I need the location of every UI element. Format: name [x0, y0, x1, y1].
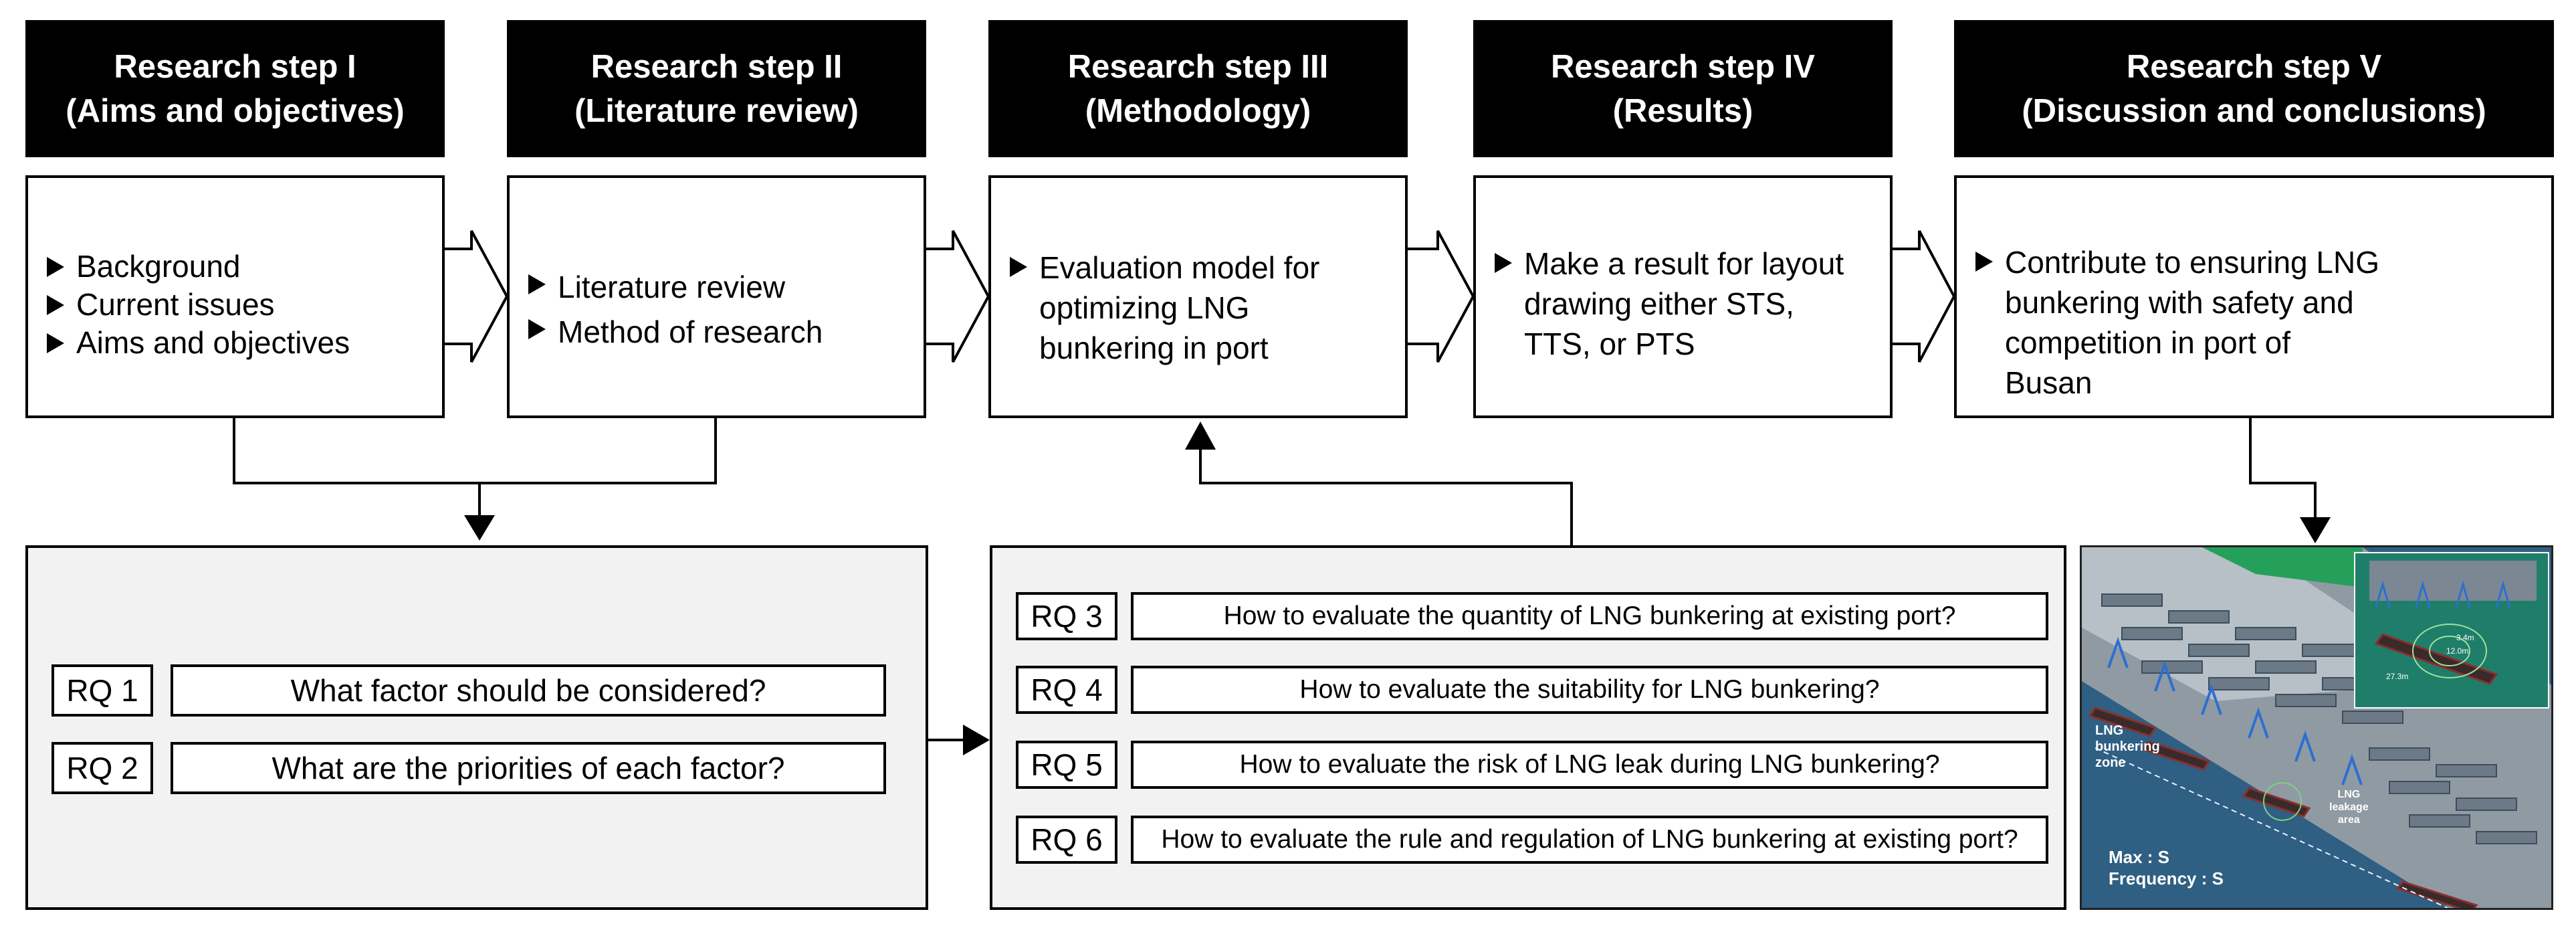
connector-line [2249, 418, 2317, 519]
rq-question: How to evaluate the quantity of LNG bunk… [1131, 592, 2048, 640]
step-2-subtitle: (Literature review) [574, 92, 859, 129]
step-3-title: Research step III [1067, 48, 1329, 85]
rq-panel-right: RQ 3 How to evaluate the quantity of LNG… [990, 545, 2066, 910]
step-1-box: Background Current issues Aims and objec… [25, 175, 445, 418]
step-2-title: Research step II [591, 48, 843, 85]
max-label: Max : S [2109, 847, 2170, 867]
step-2-bullet: Method of research [527, 310, 914, 355]
step-2-bullets: Literature review Method of research [527, 265, 914, 355]
step-1-bullet: Aims and objectives [45, 324, 433, 362]
arrowhead [963, 725, 990, 755]
rq-question: What are the priorities of each factor? [171, 742, 886, 794]
arrowhead [1185, 422, 1216, 450]
step-4-header: Research step IV (Results) [1473, 20, 1893, 157]
rq-id: RQ 4 [1016, 666, 1117, 714]
step-3-subtitle: (Methodology) [1085, 92, 1311, 129]
rq-id: RQ 3 [1016, 592, 1117, 640]
feedback-connector [1199, 448, 1573, 545]
step-1-subtitle: (Aims and objectives) [66, 92, 405, 129]
step-3-header: Research step III (Methodology) [988, 20, 1408, 157]
step-4-bullets: Make a result for layout drawing either … [1493, 244, 1881, 364]
frequency-label: Frequency : S [2109, 868, 2224, 889]
step-4-bullet: Make a result for layout drawing either … [1493, 244, 1881, 364]
lng-leakage-area-label: LNG leakage area [2329, 789, 2369, 826]
step-3-bullet: Evaluation model for optimizing LNG bunk… [1008, 248, 1396, 368]
step-5-bullet: Contribute to ensuring LNG bunkering wit… [1974, 242, 2542, 403]
rq-question: How to evaluate the rule and regulation … [1131, 816, 2048, 864]
rq-question: How to evaluate the suitability for LNG … [1131, 666, 2048, 714]
step-5-bullets: Contribute to ensuring LNG bunkering wit… [1974, 242, 2542, 403]
step-5-box: Contribute to ensuring LNG bunkering wit… [1954, 175, 2554, 418]
step-1-title: Research step I [114, 48, 356, 85]
flow-arrow [445, 230, 509, 363]
step-5-header: Research step V (Discussion and conclusi… [1954, 20, 2554, 157]
inset-distance-label: 12.0m [2446, 646, 2469, 656]
port-illustration [2082, 547, 2551, 908]
inset-distance-label: 3.4m [2456, 633, 2474, 642]
flow-arrow [926, 230, 990, 363]
step-2-box: Literature review Method of research [507, 175, 926, 418]
step-4-box: Make a result for layout drawing either … [1473, 175, 1893, 418]
arrowhead [464, 515, 495, 541]
flow-arrow [1893, 230, 1956, 363]
rq-panel-left: RQ 1 What factor should be considered? R… [25, 545, 928, 910]
arrowhead [2300, 517, 2331, 543]
port-layout-image: LNG bunkering zone LNG leakage area Max … [2080, 545, 2553, 910]
rq-question: How to evaluate the risk of LNG leak dur… [1131, 741, 2048, 789]
inset-distance-label: 27.3m [2386, 672, 2409, 681]
rq-id: RQ 6 [1016, 816, 1117, 864]
step-5-title: Research step V [2126, 48, 2382, 85]
step-3-bullets: Evaluation model for optimizing LNG bunk… [1008, 248, 1396, 368]
rq-id: RQ 1 [51, 664, 153, 717]
step-3-box: Evaluation model for optimizing LNG bunk… [988, 175, 1408, 418]
rq-id: RQ 2 [51, 742, 153, 794]
merge-connector [233, 418, 717, 484]
flow-arrow [1408, 230, 1475, 363]
rq-question: What factor should be considered? [171, 664, 886, 717]
step-2-header: Research step II (Literature review) [507, 20, 926, 157]
lng-bunkering-zone-label: LNG bunkering zone [2095, 723, 2160, 770]
step-2-bullet: Literature review [527, 265, 914, 310]
step-4-title: Research step IV [1551, 48, 1815, 85]
step-1-bullet: Background [45, 248, 433, 286]
step-1-header: Research step I (Aims and objectives) [25, 20, 445, 157]
step-5-subtitle: (Discussion and conclusions) [2022, 92, 2486, 129]
rq-id: RQ 5 [1016, 741, 1117, 789]
step-1-bullets: Background Current issues Aims and objec… [45, 248, 433, 362]
step-4-subtitle: (Results) [1612, 92, 1753, 129]
step-1-bullet: Current issues [45, 286, 433, 324]
